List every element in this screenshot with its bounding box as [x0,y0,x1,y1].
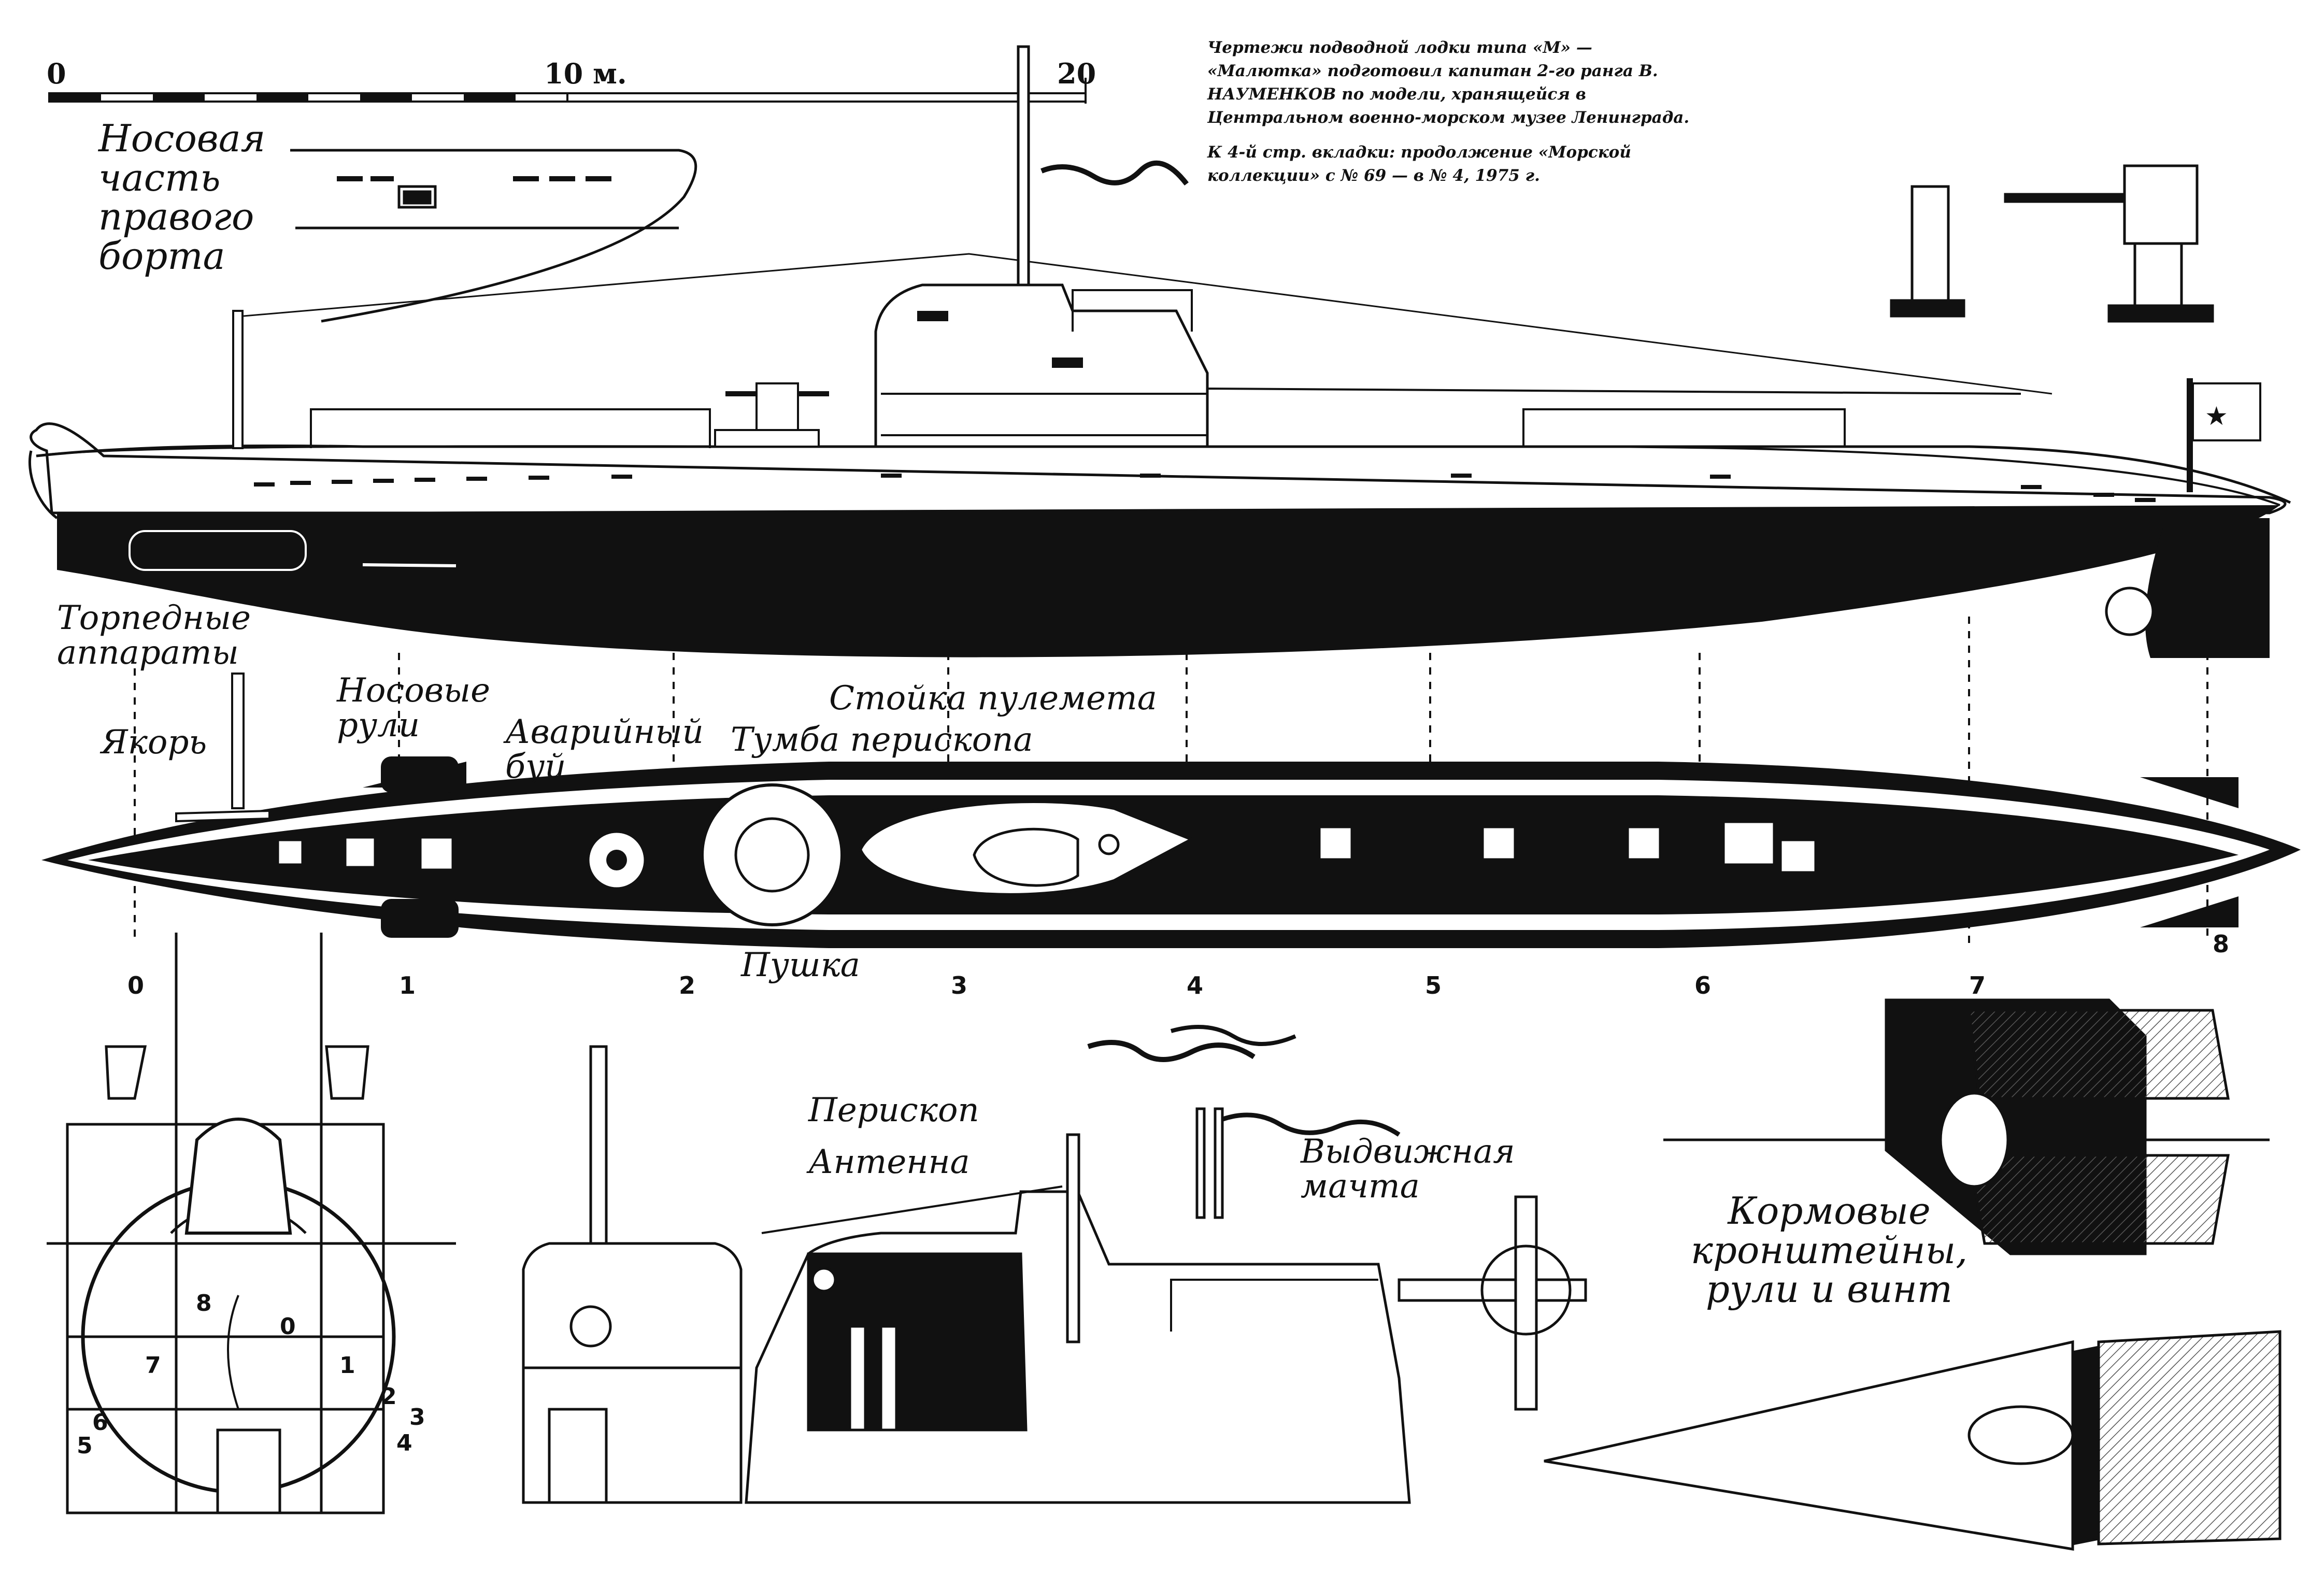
label-retractable-mast: Выдвижная мачта [1301,1133,1515,1206]
section-number-0: 0 [280,1313,296,1340]
label-gun: Пушка [741,946,860,984]
label-emergency-buoy: Аварийный буй [505,713,704,786]
frame-number-2: 2 [679,971,696,999]
propeller-end-view [1398,1195,1587,1411]
side-elevation: ★ [28,45,2291,658]
label-periscope: Перископ [808,1091,979,1129]
caption-continuation: К 4-й стр. вкладки: продолжение «Морской… [1207,142,1631,185]
frame-number-1: 1 [399,971,416,999]
label-stern: Кормовые кронштейны, рули и винт [1690,1189,1968,1311]
section-number-6: 6 [92,1409,108,1436]
frame-number-0: 0 [127,971,145,999]
label-bow-starboard: Носовая часть правого борта [98,117,266,278]
conning-tower-side [745,1025,1411,1504]
cross-section [47,933,456,1514]
label-mg-mount: Стойка пулемета [829,679,1157,718]
scale-mark-10: 10 м. [544,57,627,90]
label-torpedo-tubes: Торпедные аппараты [57,599,251,673]
label-bow-planes: Носовые рули [337,671,490,745]
frame-number-3: 3 [951,971,968,999]
section-number-1: 1 [339,1352,355,1379]
section-number-8: 8 [196,1290,212,1317]
label-periscope-pedestal: Тумба перископа [731,721,1033,759]
frame-number-5: 5 [1425,971,1442,999]
retractable-mast-detail [1195,1107,1401,1219]
plan-view [41,673,2301,948]
scale-mark-0: 0 [47,57,66,90]
scale-bar [48,78,1087,104]
section-number-7: 7 [145,1352,161,1379]
scale-mark-20: 20 [1057,57,1096,90]
section-number-4: 4 [396,1430,412,1456]
svg-text:★: ★ [2205,401,2228,431]
label-anchor: Якорь [101,723,207,762]
conning-tower-front [522,1045,743,1504]
bow-inset-drawing [290,149,697,323]
section-number-3: 3 [409,1404,425,1430]
frame-number-8: 8 [2213,930,2230,958]
section-number-5: 5 [77,1433,93,1459]
caption-block: Чертежи подводной лодки типа «М» — «Малю… [1207,36,1705,199]
frame-number-4: 4 [1187,971,1204,999]
deck-gun-sketch [1890,164,2214,323]
section-number-2: 2 [381,1383,397,1410]
frame-number-7: 7 [1969,971,1986,999]
label-antenna: Антенна [808,1143,970,1181]
caption-credit: Чертежи подводной лодки типа «М» — «Малю… [1207,38,1690,127]
stern-detail-bottom [1544,1330,2282,1551]
stern-detail-top [1663,998,2270,1255]
frame-number-6: 6 [1694,971,1712,999]
